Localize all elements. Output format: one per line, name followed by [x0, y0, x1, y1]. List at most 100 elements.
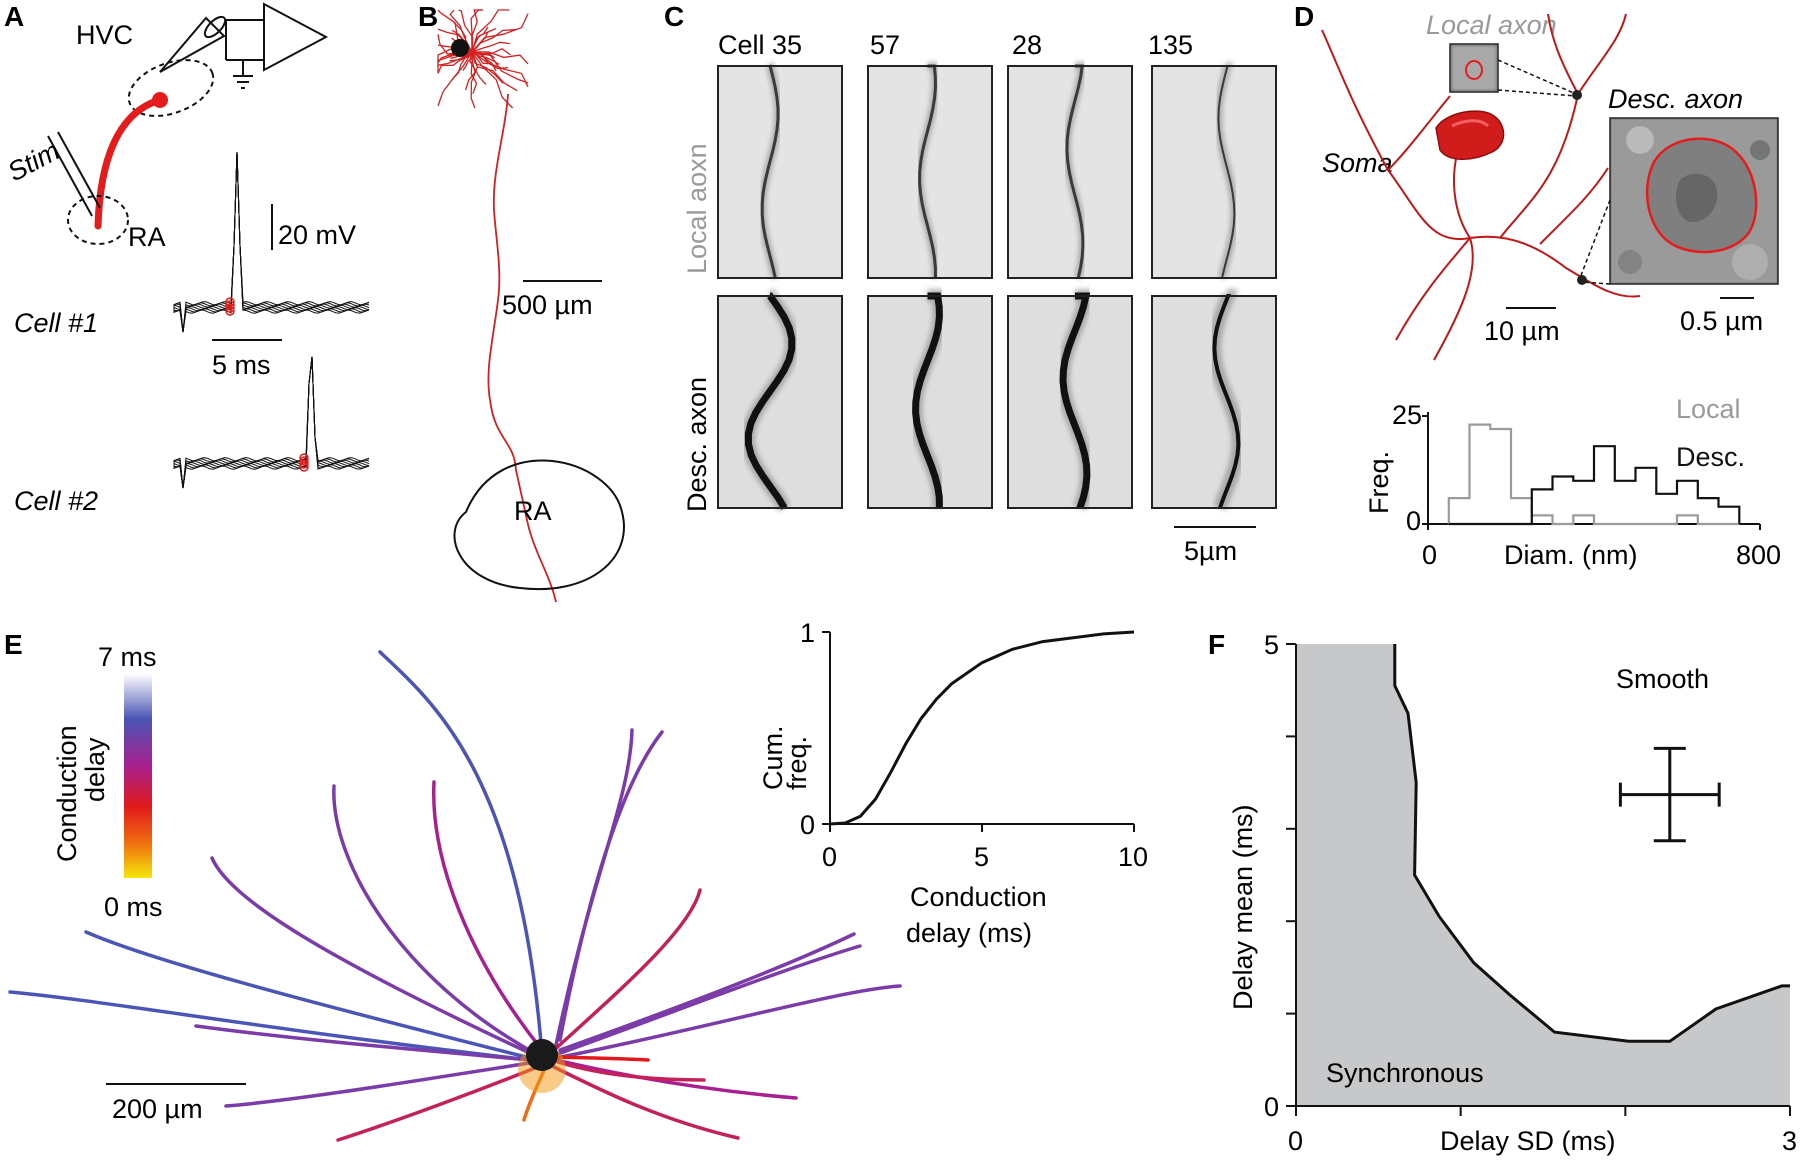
axon-branch-13: [224, 1060, 538, 1108]
cell1-spike-marker: [225, 297, 235, 307]
axon-branch-7: [8, 990, 532, 1062]
panel-b-letter: B: [418, 1, 438, 32]
em-tile-frame: [1007, 65, 1133, 279]
col-header-1: Cell 35: [718, 30, 802, 60]
annotation-synchronous: Synchronous: [1326, 1058, 1484, 1088]
desc-axon-em-inset: [1609, 117, 1779, 285]
hvc-label: HVC: [76, 20, 133, 50]
hist-legend-0: Local: [1676, 394, 1741, 424]
scale-label-c: 5µm: [1184, 536, 1237, 566]
axon-branch-4: [332, 784, 540, 1057]
annotation-smooth: Smooth: [1616, 664, 1709, 694]
hist-legend-1: Desc.: [1676, 442, 1745, 472]
synchronous-region: [1296, 644, 1790, 1106]
em-tile-frame: [1151, 65, 1277, 279]
em-axon-profile: [1212, 294, 1241, 509]
panel-f-letter: F: [1208, 629, 1225, 660]
em-axon-profile: [912, 292, 943, 509]
cell2-spike-marker: [299, 459, 309, 469]
cdf-ytick-label: 1: [800, 618, 815, 648]
boundary-line: [1393, 644, 1790, 1043]
cdf-ytick-label: 0: [800, 810, 815, 840]
panel-a-letter: A: [4, 1, 24, 32]
dendrite-branch: [471, 51, 529, 65]
inset-pointer-2: [1497, 89, 1577, 97]
cdf-line: [829, 630, 1135, 826]
ra-outline-b: [453, 459, 625, 591]
phase-ytick-label: 5: [1264, 630, 1279, 660]
em-tile-frame: [717, 65, 843, 279]
axon-branch-2: [558, 730, 664, 1042]
dendrite-branch: [471, 13, 529, 53]
projection-axon: [94, 96, 164, 230]
local-axon-label: Local axon: [1426, 10, 1557, 40]
hist-ytick-label: 25: [1392, 400, 1422, 430]
cell1-spike-marker: [225, 303, 235, 313]
cell1-trace: [173, 151, 370, 333]
hist-xtick-label: 800: [1736, 540, 1781, 570]
stim-electrode-a: [47, 135, 93, 217]
dendrite-branch: [471, 51, 514, 109]
dendrite-branch: [471, 9, 510, 53]
dendrite-branch: [437, 51, 473, 74]
phase-ytick-label: 0: [1264, 1092, 1279, 1122]
cell2-spike-marker: [299, 453, 309, 463]
em-tile-frame: [867, 65, 993, 279]
electrode-icon: [159, 15, 227, 73]
cdf-ylabel-line1: Cum.: [758, 725, 788, 790]
panel-d: D Local axon Desc. axon Soma: [1294, 1, 1781, 570]
em-tile-bg: [1152, 66, 1276, 278]
cell1-trace: [173, 151, 370, 333]
scale-label-d-left: 10 µm: [1484, 316, 1560, 346]
cell2-spike-marker: [299, 462, 309, 472]
phase-xtick-label: 0: [1288, 1126, 1303, 1156]
panel-d-letter: D: [1294, 1, 1314, 32]
hvc-neuron-arbor: [437, 9, 529, 109]
cell1-trace: [173, 151, 370, 333]
time-scale-label: 5 ms: [212, 350, 271, 380]
cell2-trace: [173, 356, 370, 489]
col-header-2: 57: [870, 30, 900, 60]
dendrite-branch: [464, 51, 476, 91]
panel-b: B 500 µm RA: [418, 1, 625, 603]
dendrite-branch: [471, 51, 518, 92]
inset-pointer-4: [1581, 281, 1611, 285]
hvc-region: [127, 59, 215, 117]
soma-b: [451, 39, 469, 57]
colorbar-bottom-label: 0 ms: [104, 892, 163, 922]
amplifier-icon: [225, 2, 329, 89]
cell2-label: Cell #2: [14, 486, 98, 516]
em-tile-frame: [717, 295, 843, 509]
dendrite-branch: [471, 51, 529, 88]
em-axon-profile: [1217, 65, 1236, 279]
cell2-trace: [173, 356, 370, 489]
ra-label-b: RA: [514, 496, 552, 526]
voltage-traces: [173, 151, 370, 489]
hist-xlabel: Diam. (nm): [1504, 540, 1638, 570]
panel-e-letter: E: [4, 629, 23, 660]
cell2-trace: [173, 356, 370, 489]
cdf-xtick-label: 5: [974, 842, 989, 872]
ra-region: [67, 195, 129, 245]
voltage-scale-label: 20 mV: [278, 220, 356, 250]
cell2-trace: [173, 356, 370, 489]
axon-branch-8: [194, 1024, 532, 1062]
axon-branch-16: [550, 1064, 740, 1140]
em-axon-profile: [1059, 292, 1091, 510]
long-axon-b: [487, 93, 557, 603]
panel-c-letter: C: [664, 1, 684, 32]
cdf-xlabel-line2: delay (ms): [906, 918, 1032, 948]
axon-branch-5: [210, 856, 538, 1058]
cdf-xtick-label: 10: [1118, 842, 1148, 872]
axon-branch-3: [431, 780, 544, 1052]
dendrite-branch: [471, 51, 497, 72]
em-axon-profile: [760, 64, 780, 279]
phase-xlabel: Delay SD (ms): [1440, 1126, 1616, 1156]
soma-3d-highlight: [1451, 119, 1490, 128]
local-axon-marker: [1572, 90, 1582, 100]
panel-a: A HVC Stim RA 20 mV: [3, 1, 370, 516]
